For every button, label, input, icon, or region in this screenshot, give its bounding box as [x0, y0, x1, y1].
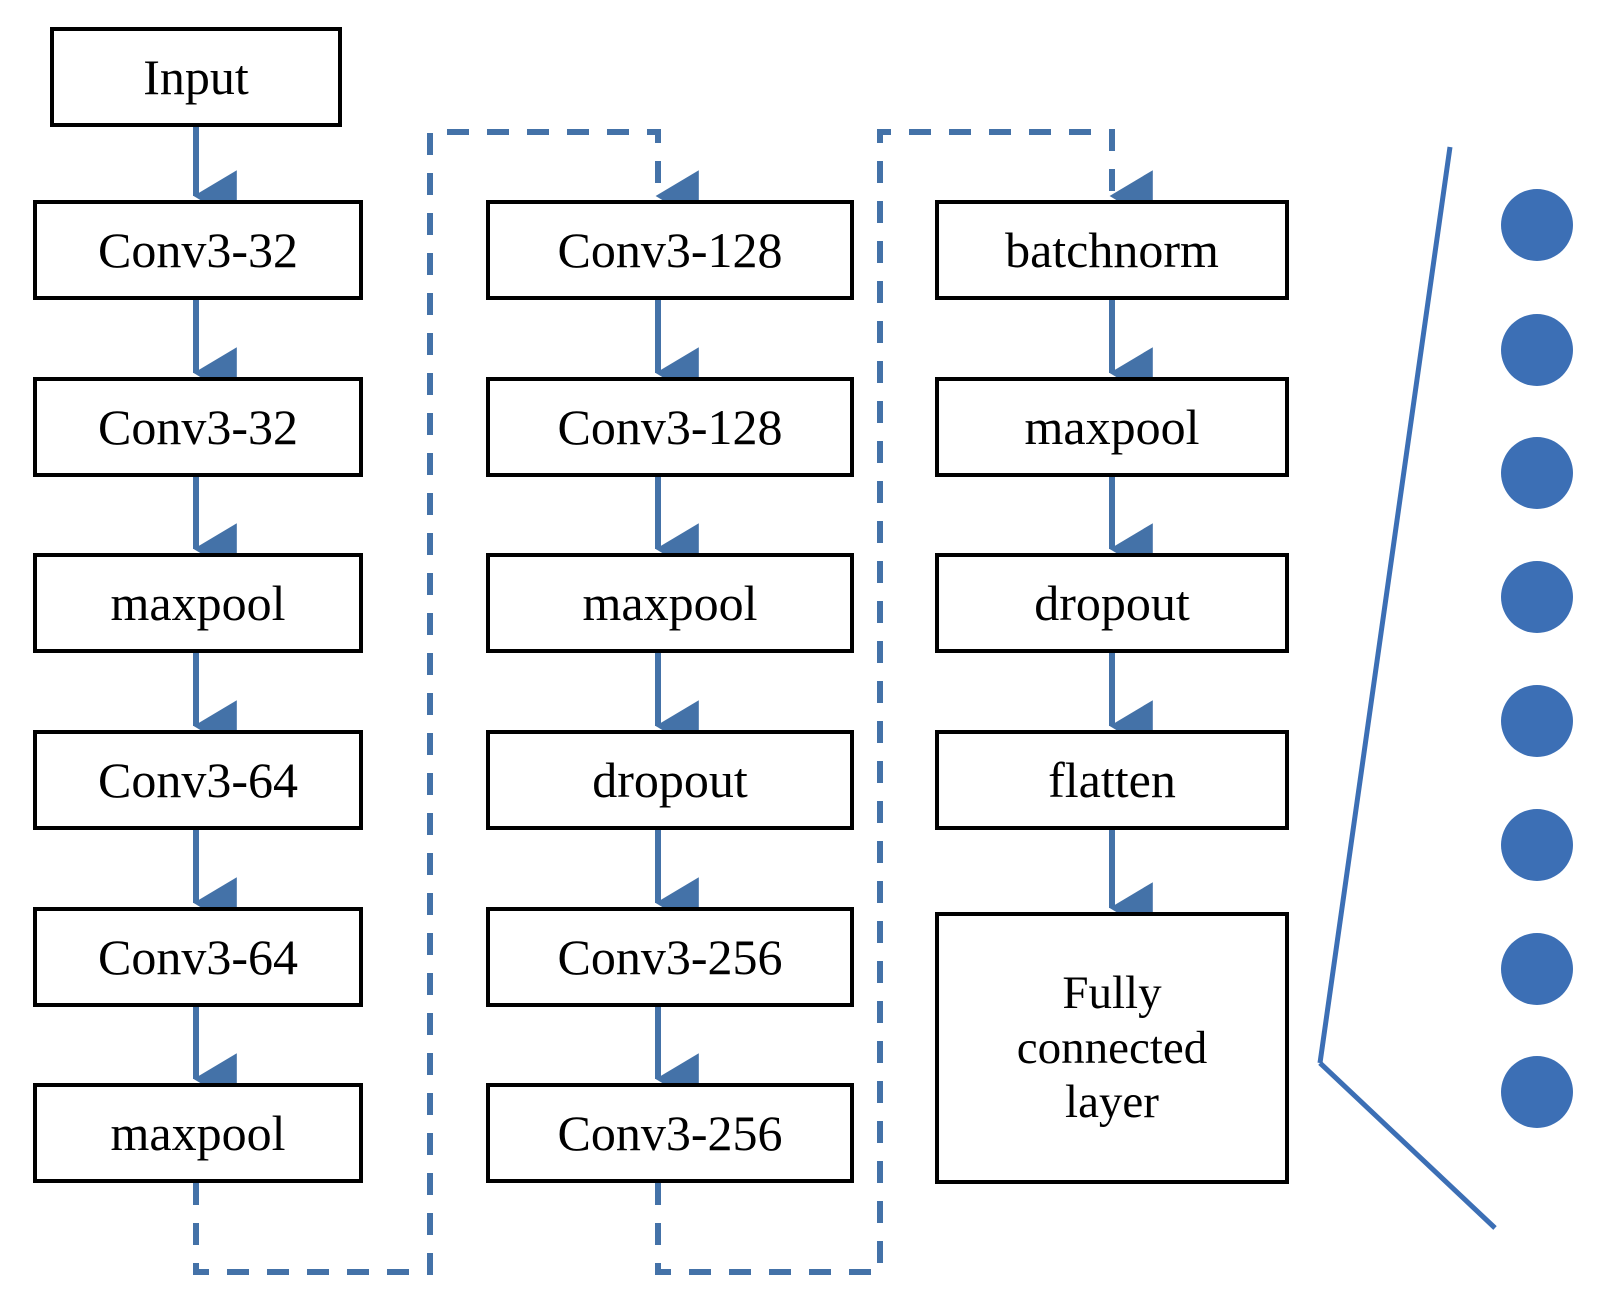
output-neuron-8[interactable]	[1501, 1056, 1573, 1128]
layer-box-conv3-128[interactable]: Conv3-128	[486, 200, 854, 300]
fc-edge-upper	[1317, 146, 1453, 1064]
layer-box-conv3-32[interactable]: Conv3-32	[33, 200, 363, 300]
fc-edge-lower	[1318, 1061, 1497, 1230]
output-neuron-3[interactable]	[1501, 437, 1573, 509]
layer-box-dropout[interactable]: dropout	[486, 730, 854, 830]
layer-box-conv3-64[interactable]: Conv3-64	[33, 907, 363, 1007]
layer-box-batchnorm[interactable]: batchnorm	[935, 200, 1289, 300]
layer-box-input[interactable]: Input	[50, 27, 342, 127]
layer-box-maxpool[interactable]: maxpool	[33, 1083, 363, 1183]
layer-box-maxpool[interactable]: maxpool	[486, 553, 854, 653]
layer-box-conv3-32[interactable]: Conv3-32	[33, 377, 363, 477]
layer-box-conv3-256[interactable]: Conv3-256	[486, 1083, 854, 1183]
output-neuron-4[interactable]	[1501, 561, 1573, 633]
layer-box-maxpool[interactable]: maxpool	[935, 377, 1289, 477]
fully-connected-edges	[1317, 146, 1497, 1230]
output-neuron-1[interactable]	[1501, 189, 1573, 261]
layer-box-conv3-64[interactable]: Conv3-64	[33, 730, 363, 830]
layer-box-fully-connected-layer[interactable]: Fully connected layer	[935, 912, 1289, 1184]
layer-box-flatten[interactable]: flatten	[935, 730, 1289, 830]
output-neuron-7[interactable]	[1501, 933, 1573, 1005]
output-neuron-5[interactable]	[1501, 685, 1573, 757]
layer-box-maxpool[interactable]: maxpool	[33, 553, 363, 653]
layer-box-conv3-128[interactable]: Conv3-128	[486, 377, 854, 477]
layer-box-conv3-256[interactable]: Conv3-256	[486, 907, 854, 1007]
output-neuron-2[interactable]	[1501, 314, 1573, 386]
layer-box-dropout[interactable]: dropout	[935, 553, 1289, 653]
output-neuron-6[interactable]	[1501, 809, 1573, 881]
